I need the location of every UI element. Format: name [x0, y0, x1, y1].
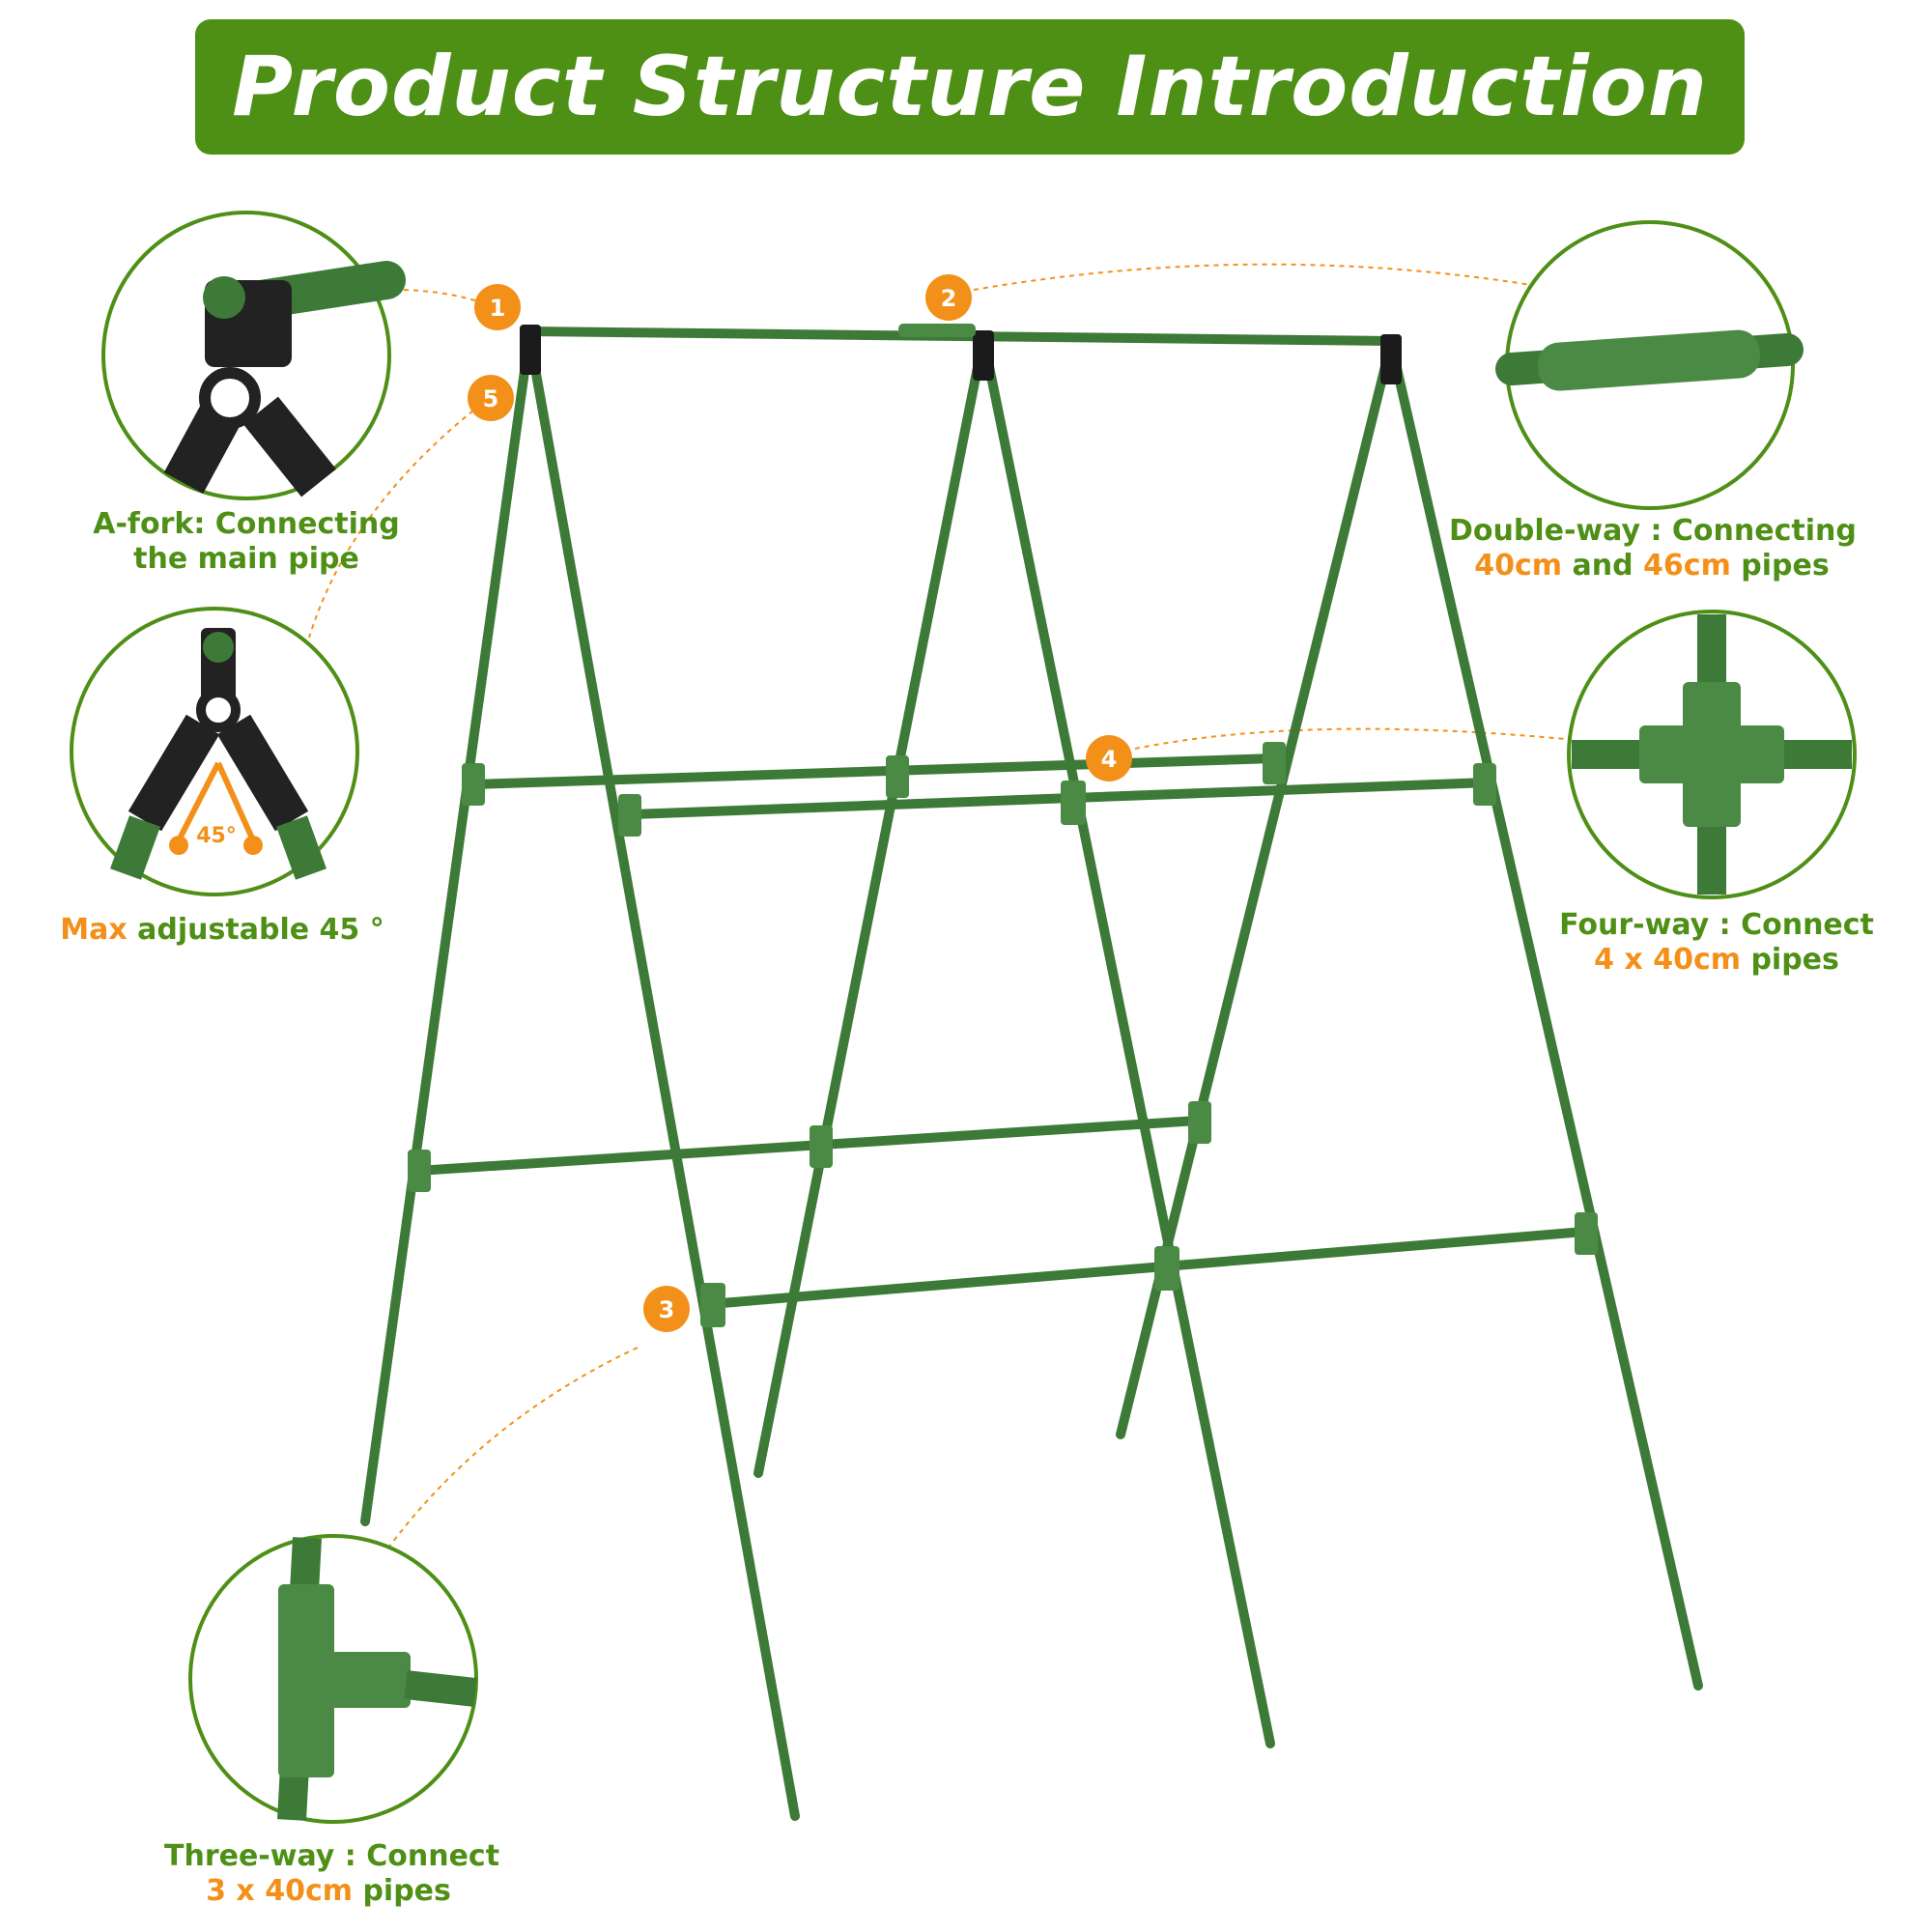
- title-banner: Product Structure Introduction: [195, 19, 1745, 155]
- pipe-joints: [408, 324, 1598, 1327]
- four-way-joint: [1154, 1246, 1179, 1291]
- leader-line-2: [973, 263, 1532, 291]
- marker-1: [474, 284, 521, 330]
- caption-four-way: Four-way : Connect 4 x 40cm pipes: [1559, 908, 1874, 977]
- joint: [810, 1125, 833, 1168]
- angle-label: 45°: [196, 824, 237, 848]
- three-way-joint: [700, 1283, 725, 1327]
- caption-double-way: Double-way : Connecting 40cm and 46cm pi…: [1449, 514, 1857, 582]
- crossbar-upper-back: [467, 753, 1280, 789]
- leg-middle-front: [979, 333, 1275, 1748]
- joint: [462, 763, 485, 806]
- trellis-frame: [360, 327, 1703, 1821]
- joint: [886, 755, 909, 798]
- joint: [1575, 1212, 1598, 1255]
- leader-lines: [308, 263, 1566, 1551]
- crossbar-lower-front: [705, 1227, 1589, 1309]
- a-fork-connector-right: [1380, 334, 1402, 384]
- caption-a-fork: A-fork: Connecting the main pipe: [93, 507, 400, 576]
- joint: [408, 1150, 431, 1192]
- four-way-cross-connector-closeup: [1567, 610, 1857, 899]
- leader-line-5: [308, 410, 474, 639]
- marker-4-label: 4: [1101, 746, 1118, 773]
- caption-adjustable-rest: adjustable 45 °: [137, 913, 384, 947]
- leader-line-3: [385, 1347, 639, 1551]
- marker-5: [468, 375, 514, 421]
- page-title: Product Structure Introduction: [232, 39, 1708, 135]
- leader-line-4: [1134, 727, 1566, 750]
- marker-4: [1086, 735, 1132, 781]
- caption-adjustable-prefix: Max: [60, 913, 128, 947]
- leg-right-front: [1386, 338, 1703, 1690]
- marker-2-label: 2: [941, 285, 957, 312]
- caption-adjustable: Max adjustable 45 °: [58, 913, 386, 948]
- a-fork-connector-middle: [973, 330, 994, 381]
- joint: [1188, 1101, 1211, 1144]
- joint: [618, 794, 641, 837]
- joint: [1263, 742, 1286, 784]
- double-way-coupler-closeup: [1495, 220, 1804, 510]
- crossbar-lower-back: [412, 1116, 1203, 1176]
- leg-left-back: [360, 331, 534, 1526]
- double-way-coupler: [898, 324, 976, 337]
- marker-3-label: 3: [659, 1296, 675, 1323]
- hinge-angle-closeup: 45°: [70, 607, 359, 896]
- caption-three-way: Three-way : Connect 3 x 40cm pipes: [164, 1839, 500, 1908]
- top-connectors: [520, 325, 1402, 384]
- a-fork-connector-closeup: [101, 211, 406, 500]
- a-fork-connector-left: [520, 325, 541, 375]
- three-way-tee-connector-closeup: [188, 1534, 478, 1824]
- marker-5-label: 5: [483, 385, 499, 412]
- four-way-joint: [1061, 781, 1086, 825]
- leg-middle-back: [753, 333, 988, 1478]
- crossbar-upper-front: [628, 778, 1492, 819]
- marker-2: [925, 274, 972, 321]
- marker-1-label: 1: [490, 295, 506, 322]
- joint: [1473, 763, 1496, 806]
- marker-3: [643, 1286, 690, 1332]
- leg-left-front: [525, 331, 800, 1821]
- number-markers: 1 2 3 4 5: [468, 274, 1132, 1332]
